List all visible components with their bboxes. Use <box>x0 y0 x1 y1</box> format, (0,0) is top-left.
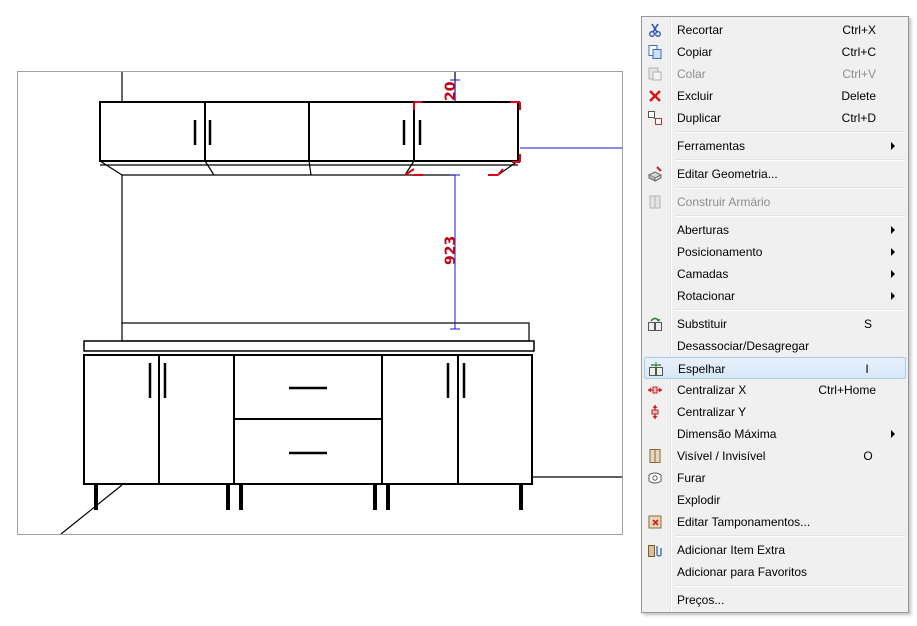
menu-item-rotacionar[interactable]: Rotacionar <box>644 285 906 307</box>
add-extra-item-icon <box>647 542 663 558</box>
paste-icon <box>647 66 663 82</box>
menu-item-editar-tamponamentos[interactable]: Editar Tamponamentos... <box>644 511 906 533</box>
menu-item-visivel-invisivel[interactable]: Visível / Invisível O <box>644 445 906 467</box>
menu-separator <box>675 159 905 161</box>
scissors-icon <box>647 22 663 38</box>
visibility-icon <box>647 448 663 464</box>
mirror-icon <box>648 361 664 377</box>
menu-item-precos[interactable]: Preços... <box>677 593 725 607</box>
submenu-arrow-icon <box>891 226 895 234</box>
menu-separator <box>675 535 905 537</box>
menu-item-aberturas[interactable]: Aberturas <box>644 219 906 241</box>
menu-separator <box>675 585 905 587</box>
menu-item-espelhar[interactable]: Espelhar I <box>644 357 906 379</box>
menu-item-centralizar-x[interactable]: Centralizar X Ctrl+Home <box>644 379 906 401</box>
menu-separator <box>675 187 905 189</box>
duplicate-icon <box>647 110 663 126</box>
menu-separator <box>675 131 905 133</box>
delete-x-icon <box>647 88 663 104</box>
menu-item-substituir[interactable]: Substituir S <box>644 313 906 335</box>
menu-item-copiar[interactable]: Copiar Ctrl+C <box>644 41 906 63</box>
menu-item-furar[interactable]: Furar <box>644 467 906 489</box>
submenu-arrow-icon <box>891 270 895 278</box>
cabinet-drawing: 20 923 <box>60 72 622 534</box>
menu-item-desassociar[interactable]: Desassociar/Desagregar <box>677 339 810 353</box>
replace-icon <box>647 316 663 332</box>
menu-item-centralizar-y[interactable]: Centralizar Y <box>644 401 906 423</box>
menu-item-duplicar[interactable]: Duplicar Ctrl+D <box>644 107 906 129</box>
context-menu: Recortar Ctrl+X Copiar Ctrl+C Colar Ctrl… <box>641 16 909 613</box>
submenu-arrow-icon <box>891 292 895 300</box>
menu-item-ferramentas[interactable]: Ferramentas <box>644 135 906 157</box>
build-cabinet-icon <box>647 194 663 210</box>
menu-separator <box>675 215 905 217</box>
menu-item-colar[interactable]: Colar Ctrl+V <box>644 63 906 85</box>
menu-item-dimensao-maxima[interactable]: Dimensão Máxima <box>644 423 906 445</box>
submenu-arrow-icon <box>891 142 895 150</box>
dimension-gap-label: 923 <box>443 236 459 265</box>
submenu-arrow-icon <box>891 248 895 256</box>
submenu-arrow-icon <box>891 430 895 438</box>
menu-item-camadas[interactable]: Camadas <box>644 263 906 285</box>
edit-panels-icon <box>647 514 663 530</box>
drill-icon <box>647 470 663 486</box>
menu-item-recortar[interactable]: Recortar Ctrl+X <box>644 19 906 41</box>
dimension-top-label: 20 <box>443 81 459 101</box>
menu-separator <box>675 309 905 311</box>
menu-item-adicionar-item-extra[interactable]: Adicionar Item Extra <box>644 539 906 561</box>
menu-item-posicionamento[interactable]: Posicionamento <box>644 241 906 263</box>
menu-item-adicionar-favoritos[interactable]: Adicionar para Favoritos <box>677 565 808 579</box>
drawing-viewport[interactable]: 20 923 <box>17 71 623 535</box>
menu-item-construir-armario[interactable]: Construir Armário <box>644 191 906 213</box>
center-y-icon <box>647 404 663 420</box>
menu-item-editar-geometria[interactable]: Editar Geometria... <box>644 163 906 185</box>
menu-item-excluir[interactable]: Excluir Delete <box>644 85 906 107</box>
center-x-icon <box>647 382 663 398</box>
edit-geometry-icon <box>647 166 663 182</box>
menu-item-explodir[interactable]: Explodir <box>677 493 721 507</box>
copy-icon <box>647 44 663 60</box>
